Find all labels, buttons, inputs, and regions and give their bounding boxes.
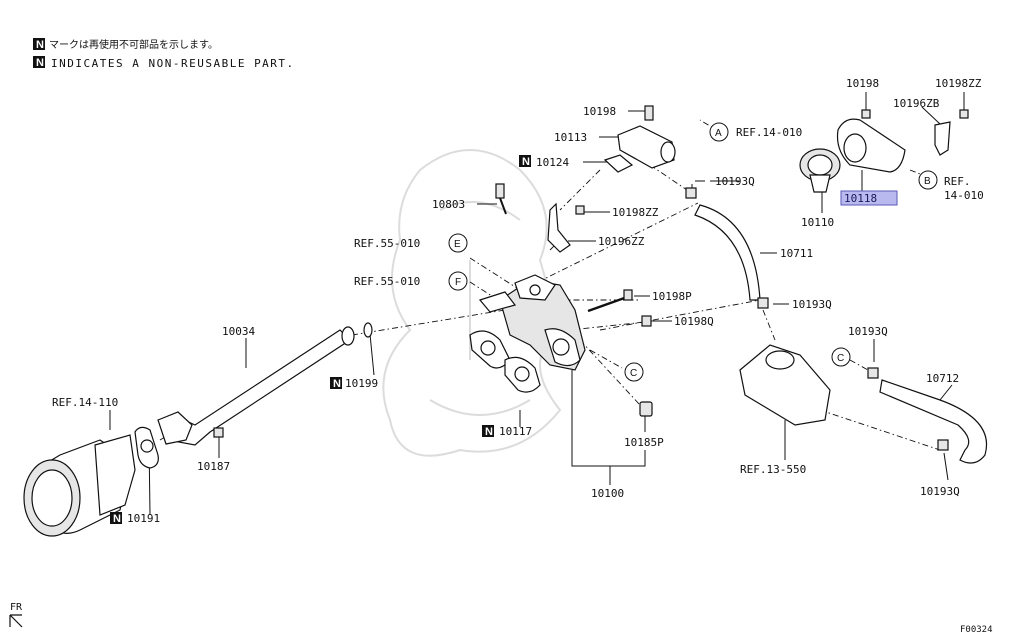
water-outlet-10113 <box>617 105 676 169</box>
svg-text:F: F <box>455 277 461 288</box>
nut-10187 <box>213 427 224 438</box>
label-10193q-c[interactable]: 10193Q <box>848 325 888 338</box>
hose-10711 <box>685 187 769 309</box>
label-10198zz-b[interactable]: 10198ZZ <box>935 77 982 90</box>
bolt-10198p <box>587 289 633 313</box>
label-10117[interactable]: 10117 <box>499 425 532 438</box>
label-10193q-b[interactable]: 10193Q <box>792 298 832 311</box>
leader-lines <box>109 92 965 516</box>
label-10196zz[interactable]: 10196ZZ <box>598 235 645 248</box>
label-10198q[interactable]: 10198Q <box>674 315 714 328</box>
label-10100[interactable]: 10100 <box>591 487 624 500</box>
label-10185p[interactable]: 10185P <box>624 436 664 449</box>
label-ref14-110[interactable]: REF.14-110 <box>52 396 118 409</box>
svg-text:N: N <box>113 513 121 525</box>
svg-text:C: C <box>837 353 844 364</box>
svg-text:C: C <box>630 368 637 379</box>
svg-text:A: A <box>715 128 722 139</box>
note-japanese: マークは再使用不可部品を示します。 <box>49 38 218 51</box>
label-10198-b[interactable]: 10198 <box>846 77 879 90</box>
svg-text:N: N <box>522 156 530 168</box>
alternator-part <box>23 434 136 537</box>
thermostat-housing-10100 <box>478 274 586 371</box>
n-symbol-letter: N <box>36 39 44 51</box>
n-mark-10199: N <box>330 377 342 390</box>
label-ref14-010-a[interactable]: REF.14-010 <box>736 126 802 139</box>
label-10034[interactable]: 10034 <box>222 325 255 338</box>
note-english: INDICATES A NON-REUSABLE PART. <box>51 57 295 70</box>
n-mark-10191: N <box>110 512 122 525</box>
sensor-10803 <box>495 183 507 215</box>
pipe-10034 <box>157 326 355 446</box>
label-fr: FR <box>10 602 23 613</box>
figure-code: F00324 <box>960 625 993 635</box>
label-10187[interactable]: 10187 <box>197 460 230 473</box>
label-10198-a[interactable]: 10198 <box>583 105 616 118</box>
label-10118[interactable]: 10118 <box>844 192 877 205</box>
label-10199[interactable]: 10199 <box>345 377 378 390</box>
n-symbol-letter: N <box>36 57 44 69</box>
svg-text:E: E <box>454 239 461 250</box>
label-10196zb[interactable]: 10196ZB <box>893 97 940 110</box>
label-10113[interactable]: 10113 <box>554 131 587 144</box>
label-10803[interactable]: 10803 <box>432 198 465 211</box>
label-10193q-a[interactable]: 10193Q <box>715 175 755 188</box>
callout-c1: C <box>624 362 644 382</box>
callout-a: A <box>709 122 729 142</box>
watermark-emblem <box>382 149 562 457</box>
callout-c2: C <box>831 347 851 367</box>
bracket-10196zz <box>547 202 585 253</box>
label-10110[interactable]: 10110 <box>801 216 834 229</box>
label-ref14-010-b-line2[interactable]: 14-010 <box>944 189 984 202</box>
callout-b: B <box>918 170 938 190</box>
front-arrow-icon <box>9 614 23 628</box>
svg-text:B: B <box>924 176 931 187</box>
n-symbol-icon <box>33 38 45 50</box>
label-10198zz-a[interactable]: 10198ZZ <box>612 206 659 219</box>
engine-component-13-550 <box>739 344 831 426</box>
dashed-assembly-lines <box>159 119 941 451</box>
n-symbol-icon <box>33 56 45 68</box>
callout-f: F <box>448 271 468 291</box>
highlight-10118 <box>840 190 898 206</box>
oring-10199 <box>363 322 373 338</box>
label-ref14-010-b-line1[interactable]: REF. <box>944 175 971 188</box>
label-ref55-e[interactable]: REF.55-010 <box>354 237 420 250</box>
gasket-10117 <box>469 330 541 393</box>
cap-10185p <box>639 401 653 417</box>
thermostat-cover-10118 <box>836 109 969 173</box>
label-10198p[interactable]: 10198P <box>652 290 692 303</box>
label-ref13-550[interactable]: REF.13-550 <box>740 463 806 476</box>
n-mark-10124: N <box>519 155 531 168</box>
hose-10712 <box>867 367 987 464</box>
gasket-10191 <box>134 426 159 469</box>
svg-text:N: N <box>333 378 341 390</box>
label-ref55-f[interactable]: REF.55-010 <box>354 275 420 288</box>
label-10124[interactable]: 10124 <box>536 156 569 169</box>
non-reusable-note: N マークは再使用不可部品を示します。 N INDICATES A NON-RE… <box>33 38 295 70</box>
svg-text:N: N <box>485 426 493 438</box>
label-10193q-d[interactable]: 10193Q <box>920 485 960 498</box>
gasket-10124 <box>603 154 634 173</box>
thermostat-10110 <box>799 148 841 193</box>
label-10712[interactable]: 10712 <box>926 372 959 385</box>
stud-10198q <box>641 315 652 327</box>
label-10191[interactable]: 10191 <box>127 512 160 525</box>
n-mark-10117: N <box>482 425 494 438</box>
callout-e: E <box>448 233 468 253</box>
label-10711[interactable]: 10711 <box>780 247 813 260</box>
